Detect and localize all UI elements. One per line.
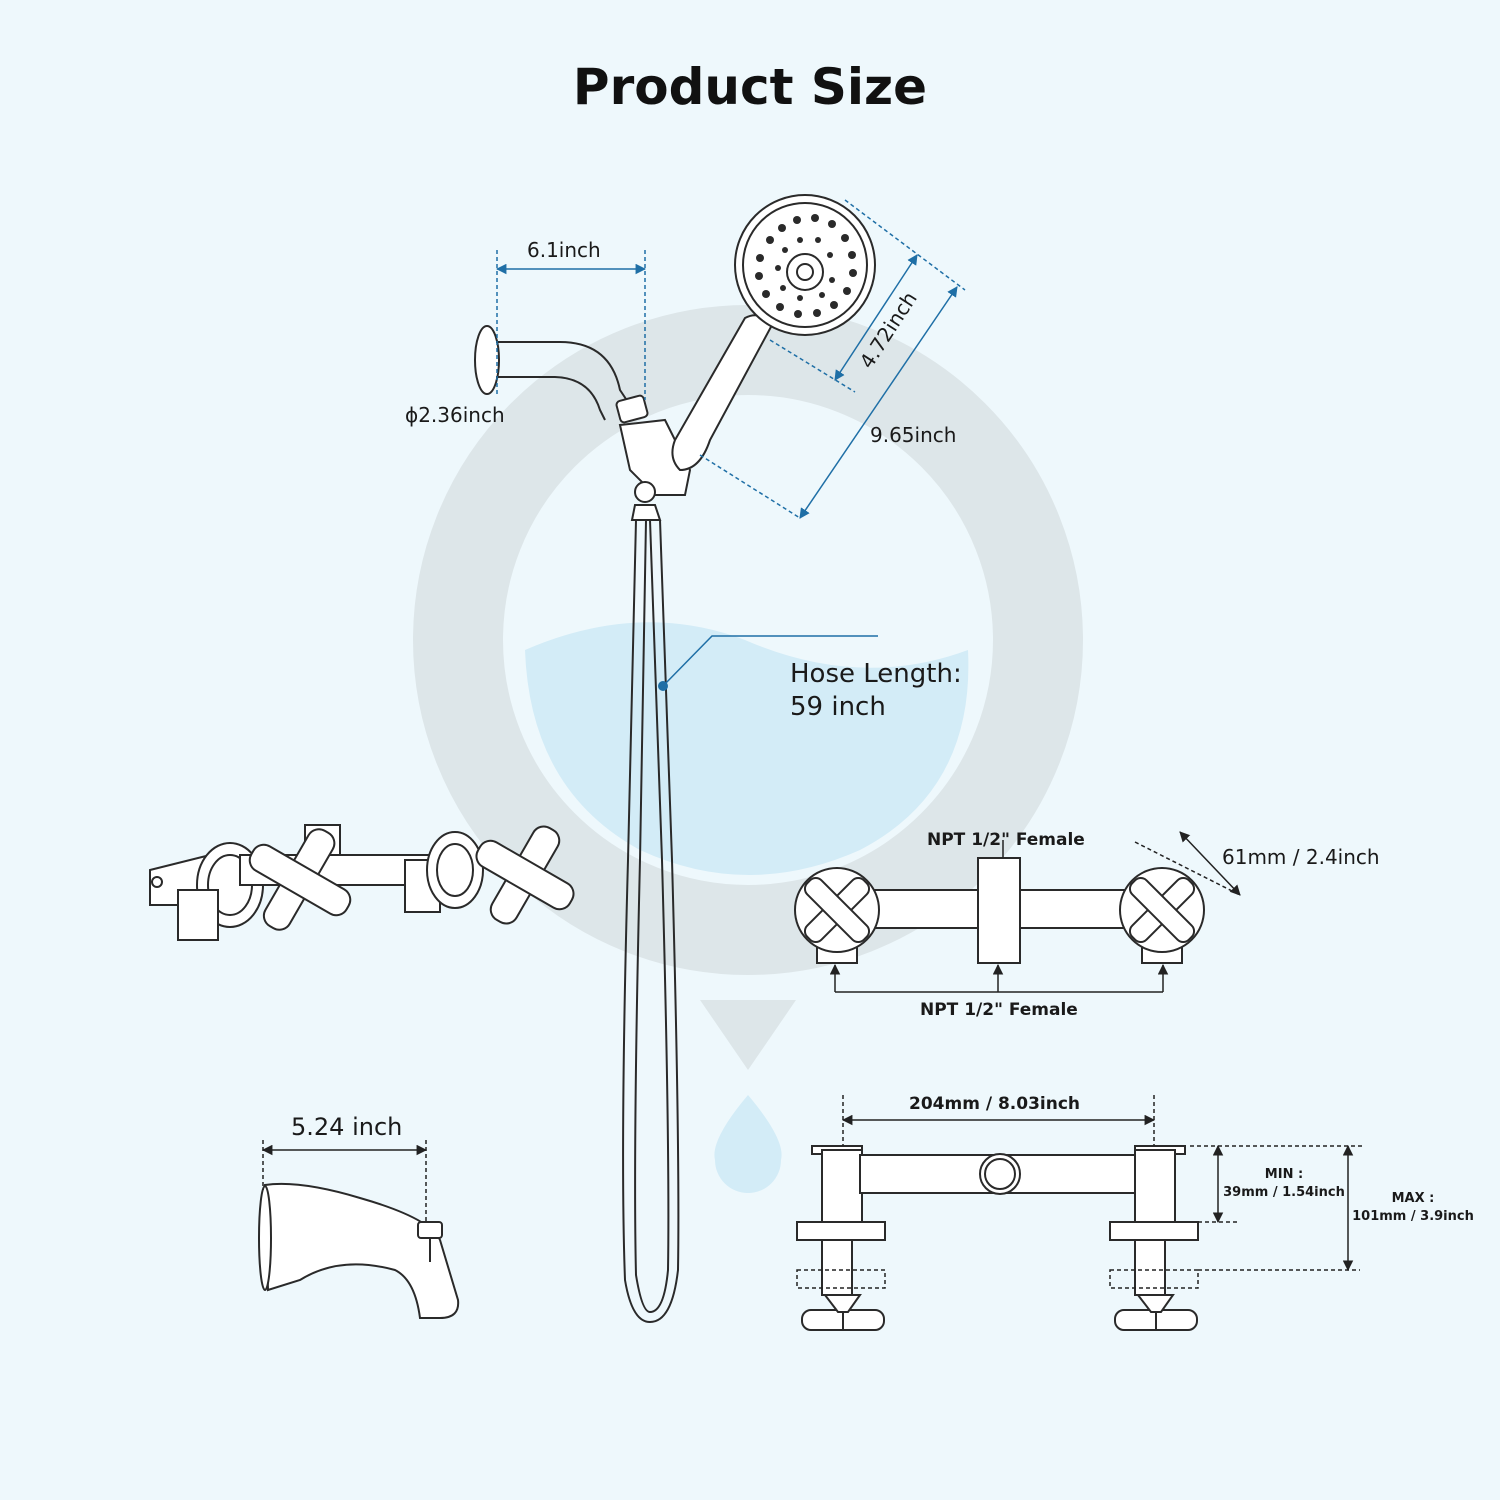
valve-front-dimensions (829, 831, 1241, 993)
watermark-logo (413, 305, 1083, 1193)
min-title: MIN : (1264, 1167, 1304, 1182)
handle-length-label: 9.65inch (870, 423, 957, 447)
npt-top-label: NPT 1/2" Female (927, 830, 1085, 850)
valve-side-drawing (796, 1145, 1199, 1331)
max-depth-label: MAX : 101mm / 3.9inch (1352, 1190, 1474, 1226)
valve-width-label: 204mm / 8.03inch (909, 1094, 1081, 1114)
page-title: Product Size (572, 58, 928, 116)
spout-dimension (261, 1140, 428, 1222)
min-value: 39mm / 1.54inch (1223, 1185, 1345, 1200)
valve-side-dimensions (796, 1095, 1365, 1289)
valve-perspective-drawing (149, 824, 575, 941)
arm-length-label: 6.1inch (527, 238, 601, 262)
shower-dimensions (495, 199, 966, 687)
hose-drawing (622, 519, 680, 1324)
spout-length-label: 5.24 inch (291, 1113, 403, 1141)
hose-length-callout: Hose Length: 59 inch (790, 658, 962, 724)
hose-callout-dot (658, 681, 668, 691)
handle-size-label: 61mm / 2.4inch (1222, 845, 1380, 869)
flange-diameter-label: ϕ2.36inch (405, 403, 505, 427)
max-title: MAX : (1391, 1191, 1435, 1206)
tub-spout-drawing (258, 1182, 460, 1319)
min-depth-label: MIN : 39mm / 1.54inch (1222, 1166, 1346, 1202)
hose-length-title: Hose Length: (790, 659, 962, 689)
valve-front-drawing (794, 857, 1205, 964)
npt-bottom-label: NPT 1/2" Female (920, 1000, 1078, 1020)
max-value: 101mm / 3.9inch (1352, 1209, 1474, 1224)
shower-arm-drawing (474, 325, 692, 521)
hose-length-value: 59 inch (790, 692, 886, 722)
